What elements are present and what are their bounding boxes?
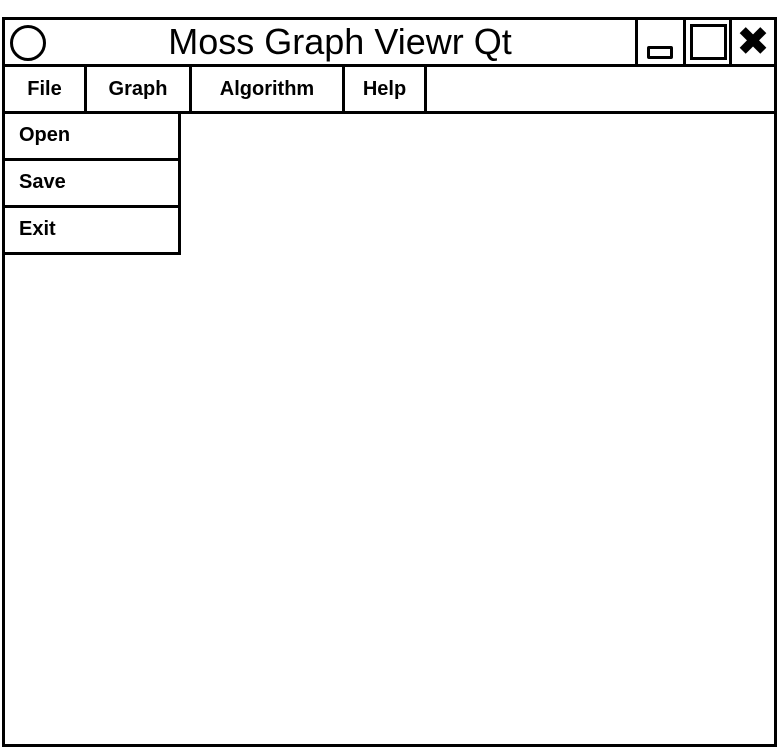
window-title: Moss Graph Viewr Qt [168, 21, 512, 62]
app-window: Moss Graph Viewr Qt ✖ File Graph Algorit… [2, 17, 777, 747]
menu-algorithm[interactable]: Algorithm [192, 67, 345, 111]
menu-bar: File Graph Algorithm Help [5, 67, 774, 114]
maximize-icon [690, 24, 727, 60]
menu-item-open[interactable]: Open [5, 114, 181, 161]
menu-item-save[interactable]: Save [5, 161, 181, 208]
graph-canvas[interactable] [181, 114, 774, 744]
title-bar[interactable]: Moss Graph Viewr Qt ✖ [5, 20, 774, 67]
close-icon: ✖ [736, 19, 770, 65]
close-button[interactable]: ✖ [729, 20, 774, 64]
menu-item-exit[interactable]: Exit [5, 208, 181, 255]
minimize-icon [647, 46, 673, 59]
maximize-button[interactable] [683, 20, 729, 64]
minimize-button[interactable] [635, 20, 683, 64]
menu-help[interactable]: Help [345, 67, 427, 111]
menu-file[interactable]: File [5, 67, 87, 111]
file-dropdown-menu: Open Save Exit [5, 114, 181, 255]
menu-graph[interactable]: Graph [87, 67, 192, 111]
app-icon[interactable] [10, 25, 46, 61]
